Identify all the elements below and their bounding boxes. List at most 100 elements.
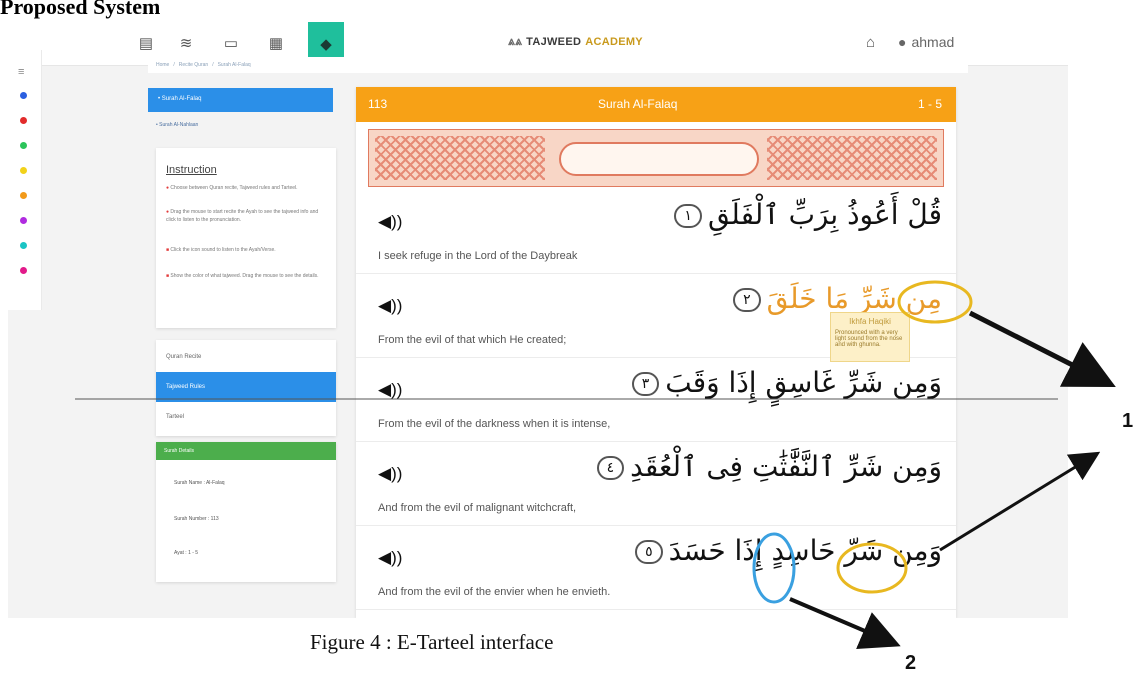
surah-header: 113 Surah Al-Falaq 1 - 5 xyxy=(356,87,956,122)
surah-range: 1 - 5 xyxy=(917,97,942,111)
bullet-icon: ■ xyxy=(166,247,171,253)
breadcrumb-home[interactable]: Home xyxy=(156,62,170,68)
surah-details-panel: Surah Details Surah Name : Al-Falaq Sura… xyxy=(156,442,336,582)
user-icon: ● xyxy=(898,34,907,50)
ayah-row[interactable]: ◀)) وَمِن شَرِّ ٱلنَّفَّٰثَٰتِ فِى ٱلْعُ… xyxy=(356,442,956,526)
menu-quran-recite[interactable]: Quran Recite xyxy=(156,342,336,372)
speaker-icon[interactable]: ◀)) xyxy=(378,380,403,399)
ayah-row[interactable]: ◀)) وَمِن شَرِّ حَاسِدٍ إِذَا حَسَدَ٥ An… xyxy=(356,526,956,610)
ayah-number: ٢ xyxy=(733,288,761,312)
ayah-number: ١ xyxy=(674,204,702,228)
ayah-text: مِن شَرِّ مَا خَلَقَ xyxy=(766,282,942,315)
instruction-text: Click the icon sound to listen to the Ay… xyxy=(170,247,276,253)
surah-number: 113 xyxy=(368,97,388,111)
color-dot[interactable] xyxy=(20,242,27,249)
speaker-icon[interactable]: ◀)) xyxy=(378,212,403,231)
breadcrumb-separator: / xyxy=(173,62,175,68)
ayah-text: قُلْ أَعُوذُ بِرَبِّ ٱلْفَلَقِ xyxy=(707,198,942,231)
instruction-text: Show the color of what tajweed. Drag the… xyxy=(170,273,319,279)
ornament-pattern xyxy=(767,136,937,180)
ayah-translation: And from the evil of the envier when he … xyxy=(378,586,611,598)
ornament-pattern xyxy=(375,136,545,180)
surah-link[interactable]: • Surah Al-Nahlaan xyxy=(156,122,199,128)
figure-caption: Figure 4 : E-Tarteel interface xyxy=(310,630,554,654)
ayah-arabic[interactable]: وَمِن شَرِّ ٱلنَّفَّٰثَٰتِ فِى ٱلْعُقَدِ… xyxy=(591,450,942,483)
ayah-arabic[interactable]: وَمِن شَرِّ غَاسِقٍ إِذَا وَقَبَ٣ xyxy=(626,366,942,399)
instruction-item: ■ Show the color of what tajweed. Drag t… xyxy=(166,272,328,280)
details-title: Surah Details xyxy=(156,442,336,460)
menu-label: Tajweed Rules xyxy=(166,384,206,390)
user-name: ahmad xyxy=(911,34,955,50)
book-icon[interactable]: ▤ xyxy=(138,35,154,52)
speaker-icon[interactable]: ◀)) xyxy=(378,464,403,483)
breadcrumb: Home/ Recite Quran/ Surah Al-Falaq xyxy=(148,57,968,73)
color-dot[interactable] xyxy=(20,217,27,224)
keyboard-icon[interactable]: ▦ xyxy=(268,35,284,52)
instruction-item: ■ Click the icon sound to listen to the … xyxy=(166,246,328,254)
ayah-arabic[interactable]: قُلْ أَعُوذُ بِرَبِّ ٱلْفَلَقِ١ xyxy=(668,198,942,231)
bullet-icon: ■ xyxy=(166,273,171,279)
bismillah-banner xyxy=(368,129,944,187)
ayah-translation: I seek refuge in the Lord of the Daybrea… xyxy=(378,250,578,262)
detail-surah-number: Surah Number : 113 xyxy=(174,516,219,522)
mode-menu: Quran Recite Tajweed Rules Tarteel xyxy=(156,340,336,436)
instruction-panel: Instruction ● Choose between Quran recit… xyxy=(156,148,336,328)
ayah-text: وَمِن شَرِّ ٱلنَّفَّٰثَٰتِ فِى ٱلْعُقَدِ xyxy=(630,450,942,483)
tooltip-text: Pronounced with a very light sound from … xyxy=(835,330,903,348)
brand-suffix: ACADEMY xyxy=(585,35,643,48)
bismillah-calligraphy xyxy=(559,142,759,176)
instruction-title: Instruction xyxy=(166,164,217,176)
color-dot[interactable] xyxy=(20,167,27,174)
breadcrumb-recite[interactable]: Recite Quran xyxy=(178,62,209,68)
ayah-number: ٣ xyxy=(631,372,660,396)
mosque-icon: ⩓⩓ xyxy=(508,34,523,48)
user-menu[interactable]: ● ahmad xyxy=(898,34,954,50)
color-dot[interactable] xyxy=(20,117,27,124)
breadcrumb-current: Surah Al-Falaq xyxy=(217,62,251,68)
tajweed-color-strip: ≡ xyxy=(8,50,42,310)
ayah-text: وَمِن شَرِّ غَاسِقٍ إِذَا وَقَبَ xyxy=(665,366,942,399)
menu-tarteel[interactable]: Tarteel xyxy=(156,402,336,432)
ayah-number: ٤ xyxy=(596,456,625,480)
detail-ayat: Ayat : 1 - 5 xyxy=(174,550,199,556)
tajweed-tooltip: Ikhfa Haqiki Pronounced with a very ligh… xyxy=(830,312,910,362)
brand-prefix: TAJWEED xyxy=(526,35,582,48)
menu-tajweed-rules[interactable]: Tajweed Rules xyxy=(156,372,336,402)
color-dot[interactable] xyxy=(20,92,27,99)
laptop-icon[interactable]: ▭ xyxy=(223,35,239,52)
home-icon[interactable]: ⌂ xyxy=(866,34,876,51)
callout-label: 2 xyxy=(905,652,917,674)
instruction-item: ● Drag the mouse to start recite the Aya… xyxy=(166,208,328,224)
callout-label: 1 xyxy=(1122,410,1134,432)
detail-surah-name: Surah Name : Al-Falaq xyxy=(174,480,225,486)
menu-label: Quran Recite xyxy=(166,354,202,360)
ayah-text: وَمِن شَرِّ حَاسِدٍ إِذَا حَسَدَ xyxy=(668,534,942,567)
instruction-text: Drag the mouse to start recite the Ayah … xyxy=(166,209,319,223)
instruction-text: Choose between Quran recite, Tajweed rul… xyxy=(170,185,298,191)
ayah-translation: And from the evil of malignant witchcraf… xyxy=(378,502,577,514)
ayah-arabic[interactable]: وَمِن شَرِّ حَاسِدٍ إِذَا حَسَدَ٥ xyxy=(629,534,942,567)
ayah-arabic[interactable]: مِن شَرِّ مَا خَلَقَ٢ xyxy=(727,282,942,315)
surah-title: Surah Al-Falaq xyxy=(598,97,678,111)
menu-label: Tarteel xyxy=(166,414,185,420)
ayah-row[interactable]: ◀)) قُلْ أَعُوذُ بِرَبِّ ٱلْفَلَقِ١ I se… xyxy=(356,190,956,274)
ayah-row[interactable]: ◀)) وَمِن شَرِّ غَاسِقٍ إِذَا وَقَبَ٣ Fr… xyxy=(356,358,956,442)
instruction-item: ● Choose between Quran recite, Tajweed r… xyxy=(166,184,328,192)
bullet-icon: ● xyxy=(166,209,171,215)
graduation-cap-icon[interactable]: ≋ xyxy=(179,35,193,52)
color-dot[interactable] xyxy=(20,192,27,199)
color-dot[interactable] xyxy=(20,267,27,274)
bullet-icon: ● xyxy=(166,185,171,191)
ayah-translation: From the evil of the darkness when it is… xyxy=(378,418,611,430)
menu-icon[interactable]: ≡ xyxy=(18,66,25,78)
surah-select-button[interactable]: • Surah Al-Falaq xyxy=(148,88,333,112)
speaker-icon[interactable]: ◀)) xyxy=(378,296,403,315)
ayah-number: ٥ xyxy=(635,540,663,564)
speaker-icon[interactable]: ◀)) xyxy=(378,548,403,567)
tooltip-title: Ikhfa Haqiki xyxy=(849,317,891,326)
color-dot[interactable] xyxy=(20,142,27,149)
document-heading: Proposed System xyxy=(0,0,161,19)
ayah-translation: From the evil of that which He created; xyxy=(378,334,567,346)
